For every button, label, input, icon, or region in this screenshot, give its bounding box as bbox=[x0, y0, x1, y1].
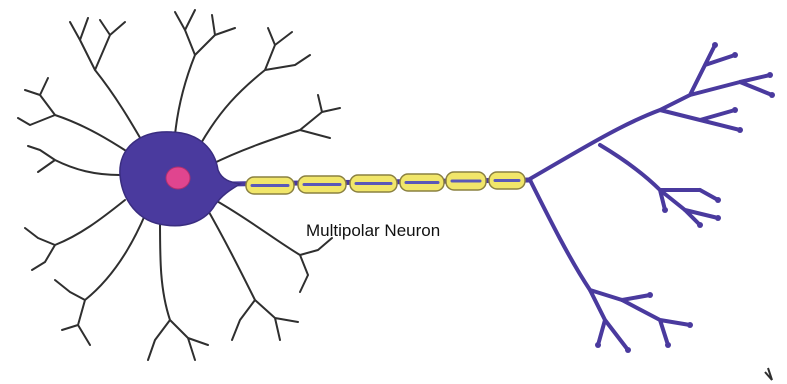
myelin-sheath bbox=[246, 172, 525, 194]
axon-terminals bbox=[528, 45, 772, 350]
myelin-segment bbox=[400, 174, 444, 191]
nucleus bbox=[166, 167, 190, 189]
diagram-caption: Multipolar Neuron bbox=[306, 221, 440, 241]
myelin-segment bbox=[298, 176, 346, 193]
myelin-segment bbox=[446, 172, 486, 190]
myelin-segment bbox=[489, 172, 525, 189]
myelin-segment bbox=[350, 175, 397, 192]
stray-mark bbox=[765, 368, 772, 380]
terminal-bulbs bbox=[595, 42, 775, 353]
myelin-segment bbox=[246, 177, 294, 194]
